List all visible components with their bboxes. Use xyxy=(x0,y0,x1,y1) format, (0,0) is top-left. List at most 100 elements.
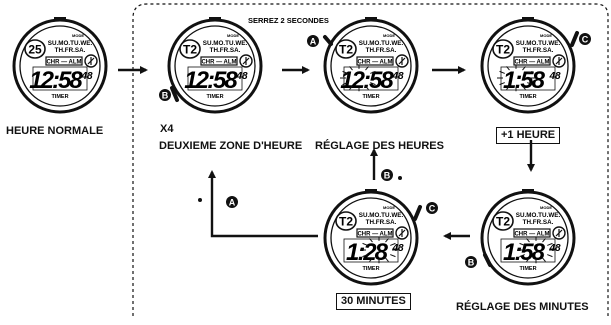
timer-label: TIMER xyxy=(206,94,223,100)
lcd-time: 12:58 xyxy=(184,67,238,94)
button-callout-5: B xyxy=(465,253,492,268)
flash-ray xyxy=(349,66,353,71)
button-letter-circle xyxy=(579,33,591,45)
button-letter: B xyxy=(384,170,391,180)
flash-ray xyxy=(362,242,368,246)
flash-ray xyxy=(365,85,369,90)
mode-bar-text: CHR — ALM xyxy=(357,232,392,238)
timer-label: TIMER xyxy=(51,94,68,100)
button-letter: A xyxy=(310,36,317,46)
button-callout-3: C xyxy=(570,31,591,47)
badge-window xyxy=(492,39,514,59)
button-bar xyxy=(483,253,492,267)
lcd-time: 12:58 xyxy=(29,67,83,94)
flash-ray xyxy=(506,66,510,71)
watch-bezel xyxy=(330,197,412,279)
flash-ray xyxy=(519,242,525,246)
mode-bar xyxy=(513,56,551,66)
badge-text: T2 xyxy=(496,43,510,57)
badge-window xyxy=(179,39,201,59)
lcd-seconds: 48 xyxy=(391,243,404,254)
watch-days-top: SU.MO.TU.WE. xyxy=(516,212,561,219)
mode-bar-text: CHR — ALM xyxy=(514,60,549,66)
mode-bar-text: CHR — ALM xyxy=(357,60,392,66)
sub-dial-hand xyxy=(398,57,406,65)
watch-bezel xyxy=(487,197,569,279)
button-callout-4: C xyxy=(413,202,438,221)
flash-rays xyxy=(497,64,535,92)
watch-days-bottom: TH.FR.SA. xyxy=(523,219,554,226)
flash-ray xyxy=(342,82,348,86)
flash-ray xyxy=(519,254,525,258)
badge-window xyxy=(335,39,357,59)
watch-bezel xyxy=(174,25,256,107)
watch-small-label: MODE xyxy=(383,33,395,38)
badge-text: T2 xyxy=(339,215,353,229)
flash-ray xyxy=(526,238,530,243)
watch-small-label: MODE xyxy=(72,33,84,38)
sub-dial-hand xyxy=(555,57,563,65)
watch-days-bottom: TH.FR.SA. xyxy=(210,47,241,54)
flash-ray xyxy=(349,85,353,90)
flash-ray xyxy=(526,257,530,262)
label-plus-one-hour: +1 HEURE xyxy=(496,127,561,144)
button-letter: C xyxy=(429,203,436,213)
flash-ray xyxy=(522,85,526,90)
lcd-seconds: 48 xyxy=(548,71,561,82)
label-minute-setting: RÉGLAGE DES MINUTES xyxy=(456,301,589,313)
flash-ray xyxy=(365,66,369,71)
sub-dial-hand xyxy=(398,229,406,237)
lcd-time: 1:58 xyxy=(503,239,546,266)
flash-ray xyxy=(499,70,505,74)
badge-text: 25 xyxy=(28,43,42,57)
mode-bar-text: CHR — ALM xyxy=(46,60,81,66)
flash-ray xyxy=(542,257,546,262)
flash-rays xyxy=(517,236,555,264)
button-bar xyxy=(413,205,422,221)
flash-ray xyxy=(390,242,396,246)
flash-rays xyxy=(360,236,398,264)
watch-bezel xyxy=(330,25,412,107)
flash-ray xyxy=(547,254,553,258)
button-letter-circle xyxy=(307,35,319,47)
watch-lug xyxy=(209,17,221,21)
timer-label: TIMER xyxy=(519,94,536,100)
flash-ray xyxy=(370,70,376,74)
lcd-seconds: 48 xyxy=(548,243,561,254)
button-callout-6: B xyxy=(381,169,402,181)
badge-text: T2 xyxy=(339,43,353,57)
watch-small-label: MODE xyxy=(540,205,552,210)
flash-ray xyxy=(499,82,505,86)
watch-lug xyxy=(365,17,377,21)
label-normal-time: HEURE NORMALE xyxy=(6,125,104,137)
flash-ray xyxy=(369,238,373,243)
mode-bar xyxy=(356,56,394,66)
timer-label: TIMER xyxy=(362,94,379,100)
button-bar xyxy=(570,31,579,47)
watch-days-bottom: TH.FR.SA. xyxy=(523,47,554,54)
timer-label: TIMER xyxy=(519,266,536,272)
watch-days-bottom: TH.FR.SA. xyxy=(366,47,397,54)
flash-ray xyxy=(385,257,389,262)
lcd-window xyxy=(32,66,88,91)
sub-dial-hand xyxy=(555,229,563,237)
mode-bar xyxy=(45,56,83,66)
button-letter-circle xyxy=(226,196,238,208)
watch-days-top: SU.MO.TU.WE. xyxy=(48,40,93,47)
lcd-time: 1:28 xyxy=(346,239,389,266)
watch-lug xyxy=(54,17,66,21)
flash-ray xyxy=(527,70,533,74)
label-second-zone: DEUXIEME ZONE D'HEURE xyxy=(159,140,303,152)
button-letter: B xyxy=(162,90,169,100)
sub-dial-hand xyxy=(242,57,250,65)
flash-ray xyxy=(522,66,526,71)
